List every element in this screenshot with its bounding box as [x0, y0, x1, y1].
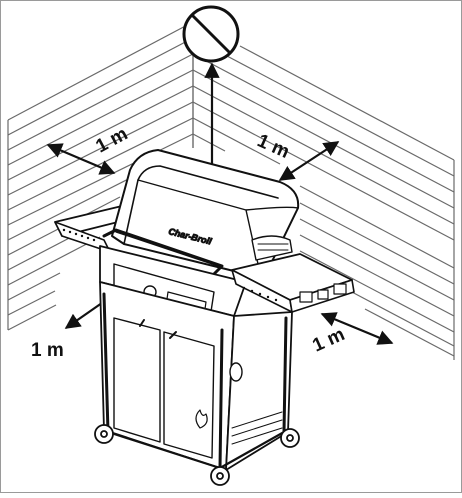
cart-door-right — [163, 331, 215, 459]
grill: Char-Broil — [54, 149, 355, 486]
flame-icon — [195, 409, 208, 429]
wheel — [94, 424, 114, 444]
left-wall-arrow — [46, 143, 116, 175]
front-left-clearance-label: 1 m — [31, 340, 64, 361]
wheel — [280, 428, 300, 448]
front-right-arrow — [320, 312, 394, 345]
prohibition-icon — [182, 5, 240, 63]
back-wall-arrow — [278, 141, 340, 181]
right-wall — [192, 37, 455, 360]
wheel — [210, 466, 230, 486]
cart-door-left — [113, 317, 161, 443]
side-panel-badge — [229, 362, 243, 382]
